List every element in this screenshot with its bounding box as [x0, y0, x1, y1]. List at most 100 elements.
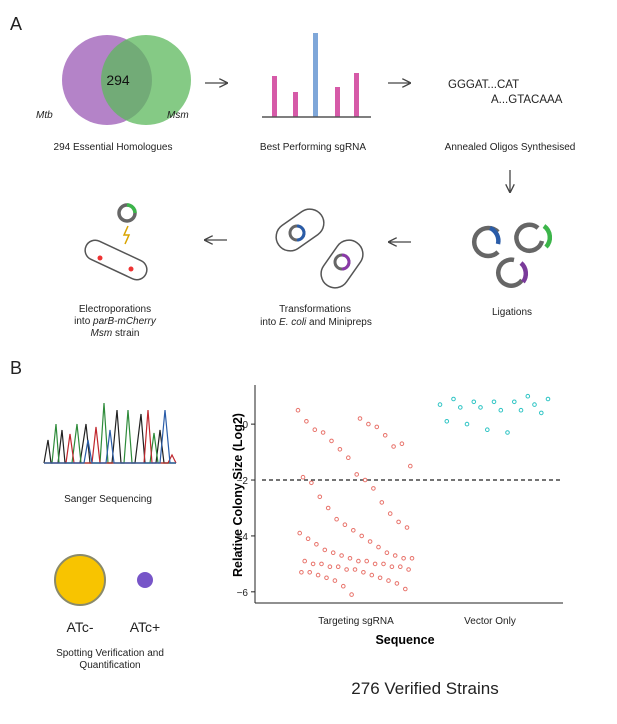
venn-center-label: 294 — [106, 72, 130, 88]
data-point — [302, 558, 308, 564]
data-point — [376, 544, 381, 550]
data-point — [464, 421, 470, 427]
data-point — [532, 402, 537, 407]
data-point — [391, 444, 396, 449]
data-point — [377, 575, 383, 581]
oligo-caption: Annealed Oligos Synthesised — [445, 142, 576, 153]
data-point — [398, 564, 403, 570]
data-point — [344, 567, 349, 572]
data-point — [337, 447, 343, 452]
venn-left-label: Mtb — [36, 110, 53, 121]
sanger-caption: Sanger Sequencing — [64, 494, 152, 505]
y-tick-label: 0 — [242, 420, 248, 431]
data-point — [327, 564, 333, 570]
data-point — [539, 410, 544, 416]
verified-strains-footer: 276 Verified Strains — [351, 679, 498, 698]
data-point — [512, 399, 517, 405]
data-point — [382, 433, 388, 438]
data-point — [342, 522, 348, 528]
data-point — [312, 427, 318, 433]
data-point — [320, 430, 326, 435]
spotting-line-2: Quantification — [79, 660, 140, 671]
data-point — [356, 558, 361, 564]
x-tick-targeting: Targeting sgRNA — [318, 616, 394, 627]
data-point — [409, 556, 415, 561]
y-axis-label: Relative Colony Size (Log2) — [231, 413, 245, 577]
data-point — [408, 463, 413, 469]
data-point — [471, 399, 477, 405]
data-point — [310, 561, 316, 567]
data-point — [362, 477, 368, 483]
data-point — [374, 424, 380, 430]
data-point — [478, 405, 483, 410]
data-point — [307, 570, 313, 575]
data-point — [401, 556, 406, 561]
ligation-plasmids — [471, 222, 553, 288]
venn-right-label: Msm — [167, 110, 189, 121]
data-point — [485, 427, 490, 433]
lightning-icon — [122, 225, 131, 245]
y-tick-label: −2 — [237, 476, 249, 487]
data-point — [351, 528, 356, 533]
data-point — [315, 572, 321, 578]
data-point — [347, 556, 353, 561]
data-point — [329, 438, 334, 444]
data-point — [498, 407, 504, 413]
sanger-chromatogram — [43, 402, 177, 464]
electro-line-1: Electroporations — [79, 304, 151, 315]
data-point — [314, 542, 319, 547]
data-point — [357, 416, 363, 421]
oligo-bottom-strand: A...GTACAAA — [491, 94, 563, 106]
data-point — [325, 505, 331, 511]
data-point — [369, 572, 375, 578]
data-point — [399, 441, 405, 447]
data-point — [384, 550, 390, 556]
scatter-chart: 0−2−4−6 Targeting sgRNA Vector Only Sequ… — [231, 385, 563, 647]
data-point — [396, 519, 401, 525]
data-point — [404, 525, 410, 530]
atc-plus-colony — [137, 572, 153, 588]
data-point — [491, 399, 497, 405]
data-point — [317, 494, 323, 500]
data-point — [297, 530, 303, 536]
data-point — [335, 564, 341, 570]
data-point — [339, 553, 344, 558]
data-point — [295, 407, 301, 413]
data-point — [505, 430, 510, 435]
ecoli-cells — [275, 208, 364, 289]
atc-plus-label: ATc+ — [130, 619, 160, 635]
data-point — [300, 474, 306, 480]
data-point — [341, 583, 346, 589]
data-point — [394, 581, 400, 586]
data-point — [354, 472, 360, 477]
data-point — [322, 547, 328, 553]
spotting-line-1: Spotting Verification and — [56, 648, 164, 659]
panel-a-letter: A — [10, 14, 22, 34]
data-point — [304, 419, 309, 424]
data-point — [444, 419, 450, 424]
data-point — [403, 586, 408, 592]
electroporation-diagram — [84, 203, 148, 281]
electro-line-2: into parB-mCherry — [74, 316, 157, 327]
data-point — [309, 480, 314, 486]
atc-minus-label: ATc- — [67, 619, 94, 635]
sgrna-bar-chart — [262, 33, 371, 118]
data-point — [381, 561, 386, 567]
transform-line-2: into E. coli and Minipreps — [260, 317, 372, 328]
data-point — [334, 516, 339, 522]
data-point — [361, 570, 366, 575]
data-point — [387, 511, 393, 516]
venn-caption: 294 Essential Homologues — [54, 142, 173, 153]
data-point — [458, 405, 463, 410]
data-point — [372, 561, 378, 567]
y-tick-label: −6 — [237, 588, 249, 599]
y-tick-label: −4 — [237, 532, 249, 543]
data-point — [451, 396, 456, 402]
x-tick-vector: Vector Only — [464, 616, 516, 627]
ligation-caption: Ligations — [492, 307, 532, 318]
oligo-top-strand: GGGAT...CAT — [448, 79, 519, 91]
atc-minus-colony — [54, 554, 106, 606]
data-point — [392, 553, 398, 558]
data-point — [386, 578, 391, 583]
